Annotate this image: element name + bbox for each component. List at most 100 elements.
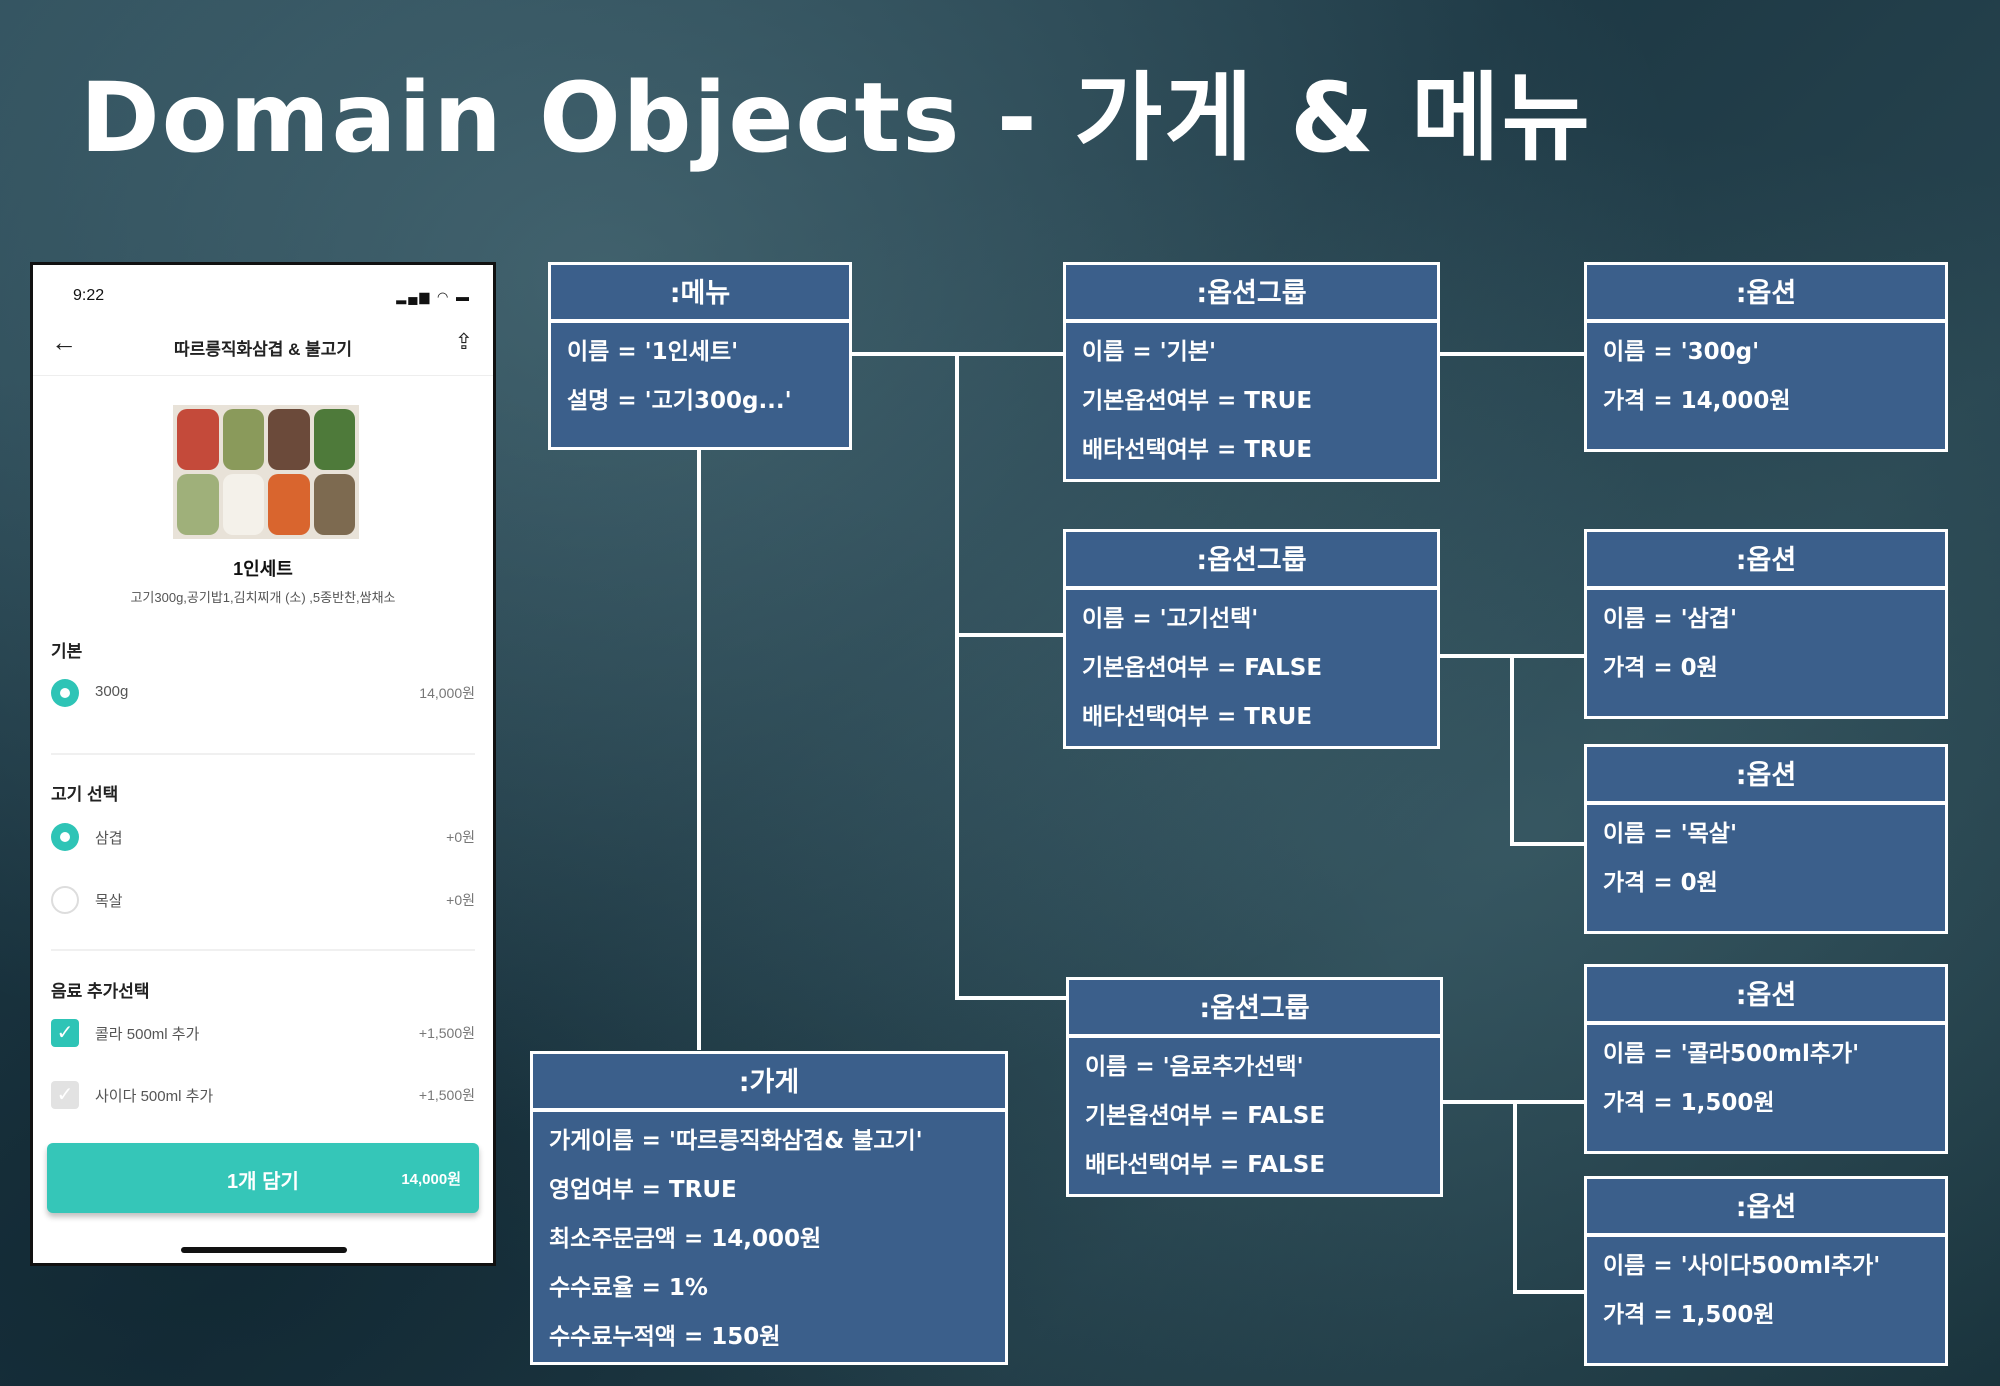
checkbox-unchecked-icon[interactable]: ✓ — [51, 1081, 79, 1109]
box-attribute: 가격 = 1,500원 — [1603, 1090, 1775, 1116]
box-attribute: 이름 = '고기선택' — [1082, 606, 1259, 632]
box-header: :옵션 — [1587, 1179, 1945, 1237]
dish-image — [177, 474, 219, 535]
option-label: 목살 — [95, 893, 123, 910]
add-to-cart-button[interactable]: 1개 담기 14,000원 — [47, 1143, 479, 1213]
dish-image — [177, 409, 219, 470]
radio-selected-icon[interactable] — [51, 823, 79, 851]
option-box: :옵션 이름 = '목살' 가격 = 0원 — [1584, 744, 1948, 934]
connector-line — [1513, 1100, 1517, 1294]
box-attribute: 가게이름 = '따르릉직화삼겹& 불고기' — [549, 1128, 923, 1154]
box-attribute: 배타선택여부 = TRUE — [1082, 437, 1313, 463]
dish-image — [268, 409, 310, 470]
box-attribute: 설명 = '고기300g...' — [567, 388, 792, 414]
section-title: 음료 추가선택 — [51, 982, 150, 1001]
box-attribute: 수수료율 = 1% — [549, 1275, 708, 1301]
dish-image — [222, 474, 264, 535]
divider — [33, 375, 493, 376]
box-attribute: 이름 = '기본' — [1082, 339, 1217, 365]
box-attribute: 이름 = '목살' — [1603, 821, 1738, 847]
box-header: :옵션 — [1587, 967, 1945, 1025]
box-attribute: 이름 = '삼겹' — [1603, 606, 1738, 632]
option-row[interactable]: 목살 +0원 — [51, 882, 475, 918]
option-group-box: :옵션그룹 이름 = '고기선택' 기본옵션여부 = FALSE 배타선택여부 … — [1063, 529, 1440, 749]
phone-screenshot: 9:22 ▂▄▆ ◠ ▬ ← 따르릉직화삼겹 & 불고기 ⇪ 1인세트 고기30… — [30, 262, 496, 1266]
option-price: +0원 — [446, 829, 475, 845]
option-price: +0원 — [446, 892, 475, 908]
box-attribute: 배타선택여부 = TRUE — [1082, 704, 1313, 730]
connector-line — [955, 633, 1066, 637]
radio-selected-icon[interactable] — [51, 679, 79, 707]
box-attribute: 이름 = '사이다500ml추가' — [1603, 1253, 1881, 1279]
box-attribute: 가격 = 0원 — [1603, 655, 1718, 681]
box-attribute: 이름 = '콜라500ml추가' — [1603, 1041, 1860, 1067]
option-label: 콜라 500ml 추가 — [95, 1026, 200, 1043]
box-attribute: 이름 = '음료추가선택' — [1085, 1054, 1304, 1080]
section-title: 고기 선택 — [51, 785, 119, 804]
option-box: :옵션 이름 = '사이다500ml추가' 가격 = 1,500원 — [1584, 1176, 1948, 1366]
home-indicator — [181, 1247, 347, 1253]
option-box: :옵션 이름 = '삼겹' 가격 = 0원 — [1584, 529, 1948, 719]
option-price: 14,000원 — [419, 685, 475, 701]
menu-description: 고기300g,공기밥1,김치찌개 (소) ,5종반찬,쌈채소 — [130, 590, 396, 605]
box-attribute: 기본옵션여부 = FALSE — [1085, 1103, 1326, 1129]
section-title: 기본 — [51, 642, 83, 661]
connector-line — [955, 996, 1069, 1000]
option-label: 300g — [95, 683, 129, 700]
connector-line — [1438, 352, 1586, 356]
connector-line — [1510, 842, 1586, 846]
option-row[interactable]: 삼겹 +0원 — [51, 819, 475, 855]
box-attribute: 영업여부 = TRUE — [549, 1177, 737, 1203]
option-row[interactable]: ✓ 사이다 500ml 추가 +1,500원 — [51, 1077, 475, 1113]
box-header: :메뉴 — [551, 265, 849, 323]
option-price: +1,500원 — [418, 1087, 475, 1103]
connector-line — [1513, 1290, 1586, 1294]
box-header: :옵션 — [1587, 265, 1945, 323]
box-header: :옵션그룹 — [1066, 265, 1437, 323]
checkbox-checked-icon[interactable]: ✓ — [51, 1019, 79, 1047]
store-object-box: :가게 가게이름 = '따르릉직화삼겹& 불고기' 영업여부 = TRUE 최소… — [530, 1051, 1008, 1365]
box-attribute: 수수료누적액 = 150원 — [549, 1324, 781, 1350]
box-header: :가게 — [533, 1054, 1005, 1112]
cart-button-label: 1개 담기 — [227, 1171, 299, 1193]
option-group-box: :옵션그룹 이름 = '음료추가선택' 기본옵션여부 = FALSE 배타선택여… — [1066, 977, 1443, 1197]
option-box: :옵션 이름 = '300g' 가격 = 14,000원 — [1584, 262, 1948, 452]
radio-unselected-icon[interactable] — [51, 886, 79, 914]
box-attribute: 이름 = '1인세트' — [567, 339, 739, 365]
store-title: 따르릉직화삼겹 & 불고기 — [173, 340, 353, 359]
dish-image — [222, 409, 264, 470]
option-label: 삼겹 — [95, 830, 123, 847]
slide-title: Domain Objects - 가게 & 메뉴 — [80, 62, 1592, 174]
dish-image — [313, 474, 355, 535]
divider — [51, 753, 475, 755]
option-box: :옵션 이름 = '콜라500ml추가' 가격 = 1,500원 — [1584, 964, 1948, 1154]
share-icon[interactable]: ⇪ — [454, 329, 473, 354]
box-attribute: 기본옵션여부 = TRUE — [1082, 388, 1313, 414]
option-price: +1,500원 — [418, 1025, 475, 1041]
box-attribute: 최소주문금액 = 14,000원 — [549, 1226, 822, 1252]
cart-button-price: 14,000원 — [401, 1171, 461, 1188]
option-row[interactable]: 300g 14,000원 — [51, 675, 475, 711]
box-attribute: 기본옵션여부 = FALSE — [1082, 655, 1323, 681]
box-attribute: 이름 = '300g' — [1603, 339, 1760, 365]
menu-name: 1인세트 — [233, 559, 293, 579]
menu-photo — [173, 405, 359, 539]
dish-image — [313, 409, 355, 470]
status-time: 9:22 — [73, 287, 105, 304]
dish-image — [268, 474, 310, 535]
box-header: :옵션 — [1587, 747, 1945, 805]
box-attribute: 배타선택여부 = FALSE — [1085, 1152, 1326, 1178]
divider — [51, 949, 475, 951]
box-attribute: 가격 = 0원 — [1603, 870, 1718, 896]
option-group-box: :옵션그룹 이름 = '기본' 기본옵션여부 = TRUE 배타선택여부 = T… — [1063, 262, 1440, 482]
option-row[interactable]: ✓ 콜라 500ml 추가 +1,500원 — [51, 1015, 475, 1051]
box-attribute: 가격 = 1,500원 — [1603, 1302, 1775, 1328]
connector-line — [1510, 654, 1514, 846]
status-icons: ▂▄▆ ◠ ▬ — [396, 289, 471, 304]
back-arrow-icon[interactable]: ← — [51, 327, 77, 357]
connector-line — [697, 450, 701, 1050]
menu-object-box: :메뉴 이름 = '1인세트' 설명 = '고기300g...' — [548, 262, 852, 450]
option-label: 사이다 500ml 추가 — [95, 1088, 214, 1105]
connector-line — [955, 352, 959, 1000]
box-attribute: 가격 = 14,000원 — [1603, 388, 1791, 414]
